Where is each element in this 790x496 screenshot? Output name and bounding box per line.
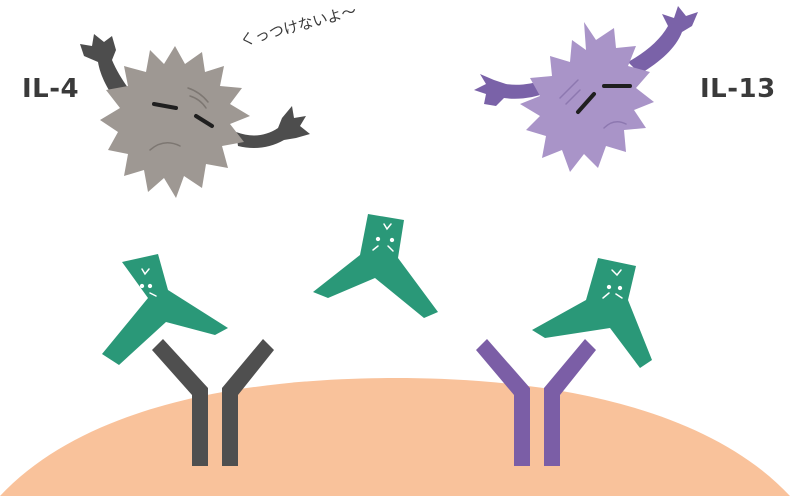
- il13-cytokine-icon: [474, 6, 698, 172]
- il4-label: IL-4: [22, 74, 79, 104]
- il4-cytokine-icon: [80, 34, 310, 198]
- antibody-middle: [313, 214, 438, 318]
- il13-label: IL-13: [700, 74, 776, 104]
- cell-membrane-icon: [0, 378, 790, 496]
